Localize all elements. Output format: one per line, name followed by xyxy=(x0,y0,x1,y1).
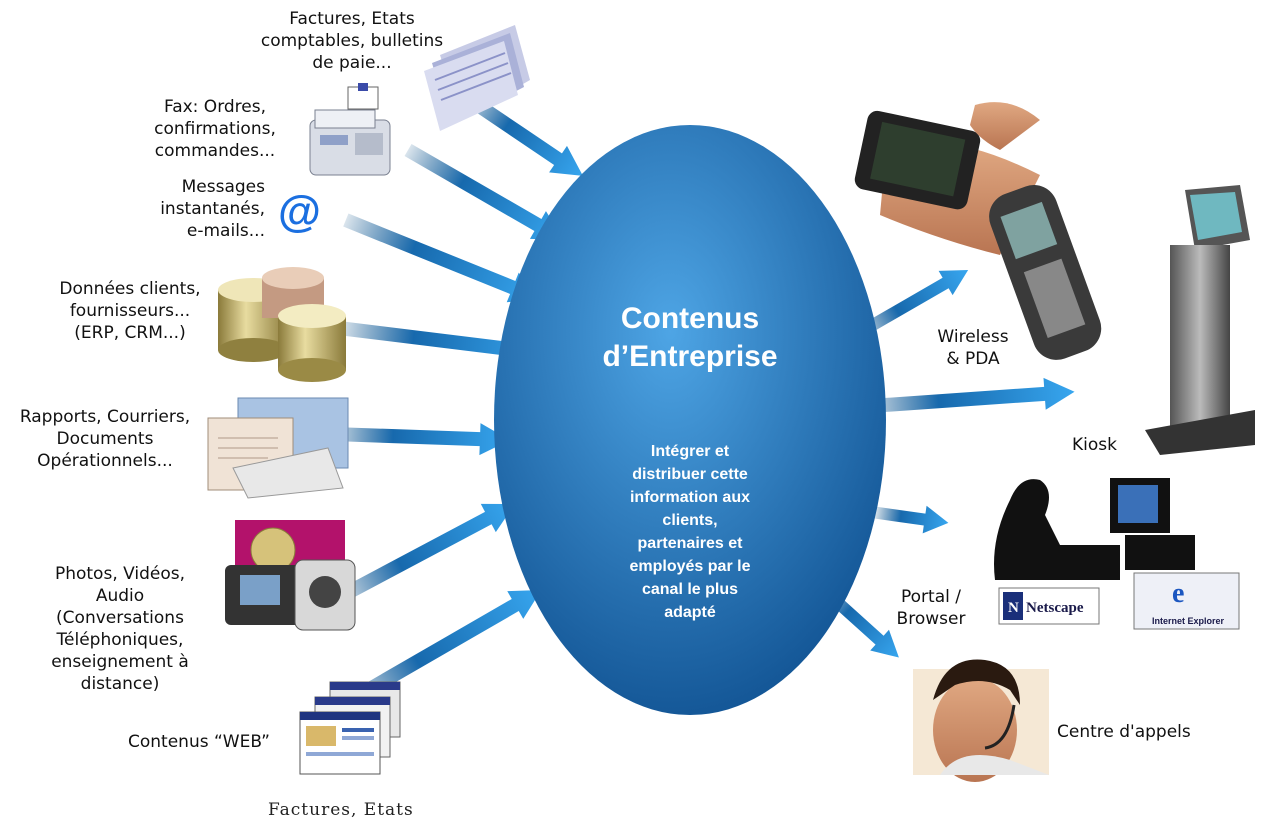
label-line: Téléphoniques, xyxy=(56,630,184,650)
arrow-wireless xyxy=(856,270,969,339)
label-line: Portal / xyxy=(901,587,961,607)
kiosk-icon xyxy=(1145,185,1255,455)
label-line: comptables, bulletins xyxy=(260,31,444,51)
label-line: Audio xyxy=(95,586,145,606)
svg-text:N: N xyxy=(1008,600,1019,616)
central-subtitle-line: adapté xyxy=(664,604,716,621)
cutoff-caption: Factures, Etats xyxy=(268,800,414,820)
label-line: Browser xyxy=(896,609,966,629)
label-line: Photos, Vidéos, xyxy=(54,564,186,584)
label-line: (Conversations xyxy=(56,608,184,628)
label-line: Wireless xyxy=(937,327,1009,347)
arrow-kiosk xyxy=(864,377,1075,414)
stacked-reports-icon xyxy=(424,25,530,131)
source-label-web: Contenus “WEB” xyxy=(128,731,270,753)
computer-user-icon xyxy=(994,478,1195,580)
label-line: Contenus “WEB” xyxy=(128,732,270,752)
ie-logo: e Internet Explorer xyxy=(1133,572,1240,630)
source-label-reports: Rapports, Courriers, Documents Opération… xyxy=(5,406,205,472)
label-line: distance) xyxy=(80,674,160,694)
source-label-fax: Fax: Ordres, confirmations, commandes... xyxy=(140,96,290,162)
central-subtitle-line: canal le plus xyxy=(641,581,739,598)
channel-label-kiosk: Kiosk xyxy=(1072,434,1117,456)
label-line: de paie... xyxy=(312,53,392,73)
central-subtitle-line: partenaires et xyxy=(637,535,743,552)
headset-agent-icon xyxy=(913,659,1049,782)
at-sign-icon: @ xyxy=(278,187,321,236)
label-line: Rapports, Courriers, xyxy=(19,407,191,427)
web-pages-icon xyxy=(299,681,401,775)
label-line: Documents xyxy=(56,429,154,449)
netscape-logo: N Netscape xyxy=(998,587,1100,625)
central-title: Contenus d’Entreprise xyxy=(520,300,860,376)
label-line: (ERP, CRM...) xyxy=(74,323,186,343)
label-line: Centre d'appels xyxy=(1057,722,1191,742)
central-subtitle-line: clients, xyxy=(662,512,718,529)
fax-machine-icon xyxy=(309,83,391,176)
central-title-line: d’Entreprise xyxy=(602,340,778,373)
central-subtitle: Intégrer et distribuer cette information… xyxy=(580,440,800,624)
label-line: instantanés, xyxy=(160,199,265,219)
arrow-web xyxy=(347,590,542,707)
label-line: & PDA xyxy=(946,349,1000,369)
pda-phone-icon xyxy=(854,102,1102,360)
channel-label-wireless: Wireless & PDA xyxy=(918,326,1028,370)
ie-label: Internet Explorer xyxy=(1152,616,1225,626)
label-line: enseignement à xyxy=(51,652,189,672)
source-label-media: Photos, Vidéos, Audio (Conversations Tél… xyxy=(30,563,210,695)
label-line: e-mails... xyxy=(186,221,265,241)
label-line: confirmations, xyxy=(154,119,276,139)
label-line: Kiosk xyxy=(1072,435,1117,455)
documents-icon xyxy=(207,397,349,499)
label-line: Opérationnels... xyxy=(37,451,173,471)
central-subtitle-line: information aux xyxy=(629,489,750,506)
channel-label-call-centre: Centre d'appels xyxy=(1057,721,1191,743)
arrow-data xyxy=(339,321,550,367)
arrow-media xyxy=(334,503,515,605)
label-line: Factures, Etats xyxy=(289,9,415,29)
arrow-invoices xyxy=(462,91,583,176)
central-title-line: Contenus xyxy=(620,302,760,335)
arrow-portal xyxy=(874,505,949,534)
netscape-label: Netscape xyxy=(1026,600,1084,616)
central-subtitle-line: Intégrer et xyxy=(650,443,730,460)
central-ellipse xyxy=(494,125,886,715)
label-line: Messages xyxy=(181,177,265,197)
label-line: Données clients, xyxy=(59,279,201,299)
database-cylinders-icon xyxy=(218,267,346,382)
central-subtitle-line: distribuer cette xyxy=(632,466,748,483)
label-line: Fax: Ordres, xyxy=(163,97,267,117)
arrow-messages xyxy=(343,213,541,303)
arrow-fax xyxy=(404,143,564,240)
label-line: fournisseurs... xyxy=(69,301,191,321)
source-label-data: Données clients, fournisseurs... (ERP, C… xyxy=(45,278,215,344)
arrow-reports xyxy=(329,423,510,456)
source-label-invoices: Factures, Etats comptables, bulletins de… xyxy=(252,8,452,74)
channel-label-portal: Portal / Browser xyxy=(876,586,986,630)
at-sign-glyph: @ xyxy=(278,187,321,236)
ie-letter: e xyxy=(1172,578,1184,609)
label-line: commandes... xyxy=(154,141,276,161)
source-label-messages: Messages instantanés, e-mails... xyxy=(130,176,265,242)
camcorder-icon xyxy=(225,520,356,631)
central-subtitle-line: employés par le xyxy=(629,558,751,575)
